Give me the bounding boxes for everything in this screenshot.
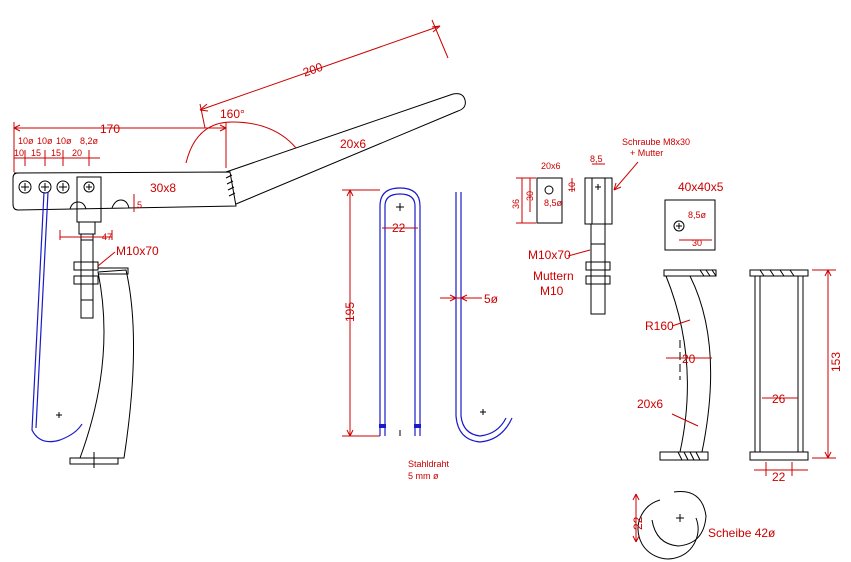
dim-tube-153: 153 <box>829 352 843 372</box>
dim-strap-20: 20 <box>682 352 696 366</box>
dim-bar-30x8: 30x8 <box>150 181 176 195</box>
dim-plate-40x40x5: 40x40x5 <box>678 180 724 194</box>
dim-radius-r160: R160 <box>645 319 674 333</box>
note-screw-nut: + Mutter <box>630 148 663 158</box>
wire-side-view: 5ø <box>440 192 513 443</box>
dim-wire-195: 195 <box>343 302 357 322</box>
dim-hole-10b: 10ø <box>37 136 53 146</box>
dim-clamp-85: 8,5ø <box>544 198 563 208</box>
dim-spacing-15a: 15 <box>31 148 41 158</box>
dim-plate-30: 30 <box>692 238 702 248</box>
dim-spacing-20: 20 <box>72 148 82 158</box>
dim-wire-5: 5ø <box>484 292 499 306</box>
dim-tube-22: 22 <box>772 470 786 484</box>
label-washer: Scheibe 42ø <box>708 526 776 540</box>
dim-hole-10a: 10ø <box>18 136 34 146</box>
label-nuts: Muttern <box>533 269 574 283</box>
wire-u-shape: 195 22 Stahldraht 5 mm ø <box>342 187 450 481</box>
label-bolt2-m10x70: M10x70 <box>528 248 571 262</box>
label-wire-diameter: 5 mm ø <box>408 471 439 481</box>
dim-plate-85: 8,5ø <box>688 210 707 220</box>
dim-spacing-10: 10 <box>14 148 24 158</box>
dim-clamp-20x6: 20x6 <box>541 161 561 171</box>
bracket-dimensions: 200 160° 170 10ø 10ø 10ø 8,2ø 10 15 15 2… <box>13 19 449 267</box>
dim-washer-22: 22 <box>631 516 645 530</box>
clamp-detail: 20x6 8,5ø 36 30 8,5 10 Schraube M8x30 + … <box>511 137 690 315</box>
dim-clamp-10: 10 <box>567 182 577 192</box>
label-bolt-m10x70: M10x70 <box>116 244 159 258</box>
dim-spacing-15b: 15 <box>51 148 61 158</box>
note-screw-m8: Schraube M8x30 <box>622 137 690 147</box>
dim-170: 170 <box>100 122 120 136</box>
washer-detail: 22 Scheibe 42ø <box>631 491 776 560</box>
dim-hole-10c: 10ø <box>56 136 72 146</box>
dim-clamp-85b: 8,5 <box>590 154 603 164</box>
dim-clamp-30: 30 <box>525 191 535 201</box>
dim-tube-26: 26 <box>772 392 786 406</box>
label-wire-material: Stahldraht <box>408 459 450 469</box>
label-nuts-size: M10 <box>540 284 564 298</box>
dim-strap-20x6: 20x6 <box>637 397 663 411</box>
square-tube: 26 153 22 <box>749 269 843 484</box>
dim-wire-22: 22 <box>392 221 406 235</box>
dim-47: 47 <box>102 232 112 242</box>
dim-angle-160: 160° <box>220 107 245 121</box>
dim-hole-82: 8,2ø <box>80 136 99 146</box>
plate-detail: 40x40x5 8,5ø 30 <box>664 180 724 251</box>
dim-200: 200 <box>301 60 325 80</box>
main-bracket <box>12 93 466 468</box>
dim-clamp-36: 36 <box>511 199 521 209</box>
dim-slot-5: 5 <box>137 200 142 210</box>
dim-bar-20x6: 20x6 <box>340 137 366 151</box>
curved-support: R160 20 20x6 <box>637 269 717 461</box>
